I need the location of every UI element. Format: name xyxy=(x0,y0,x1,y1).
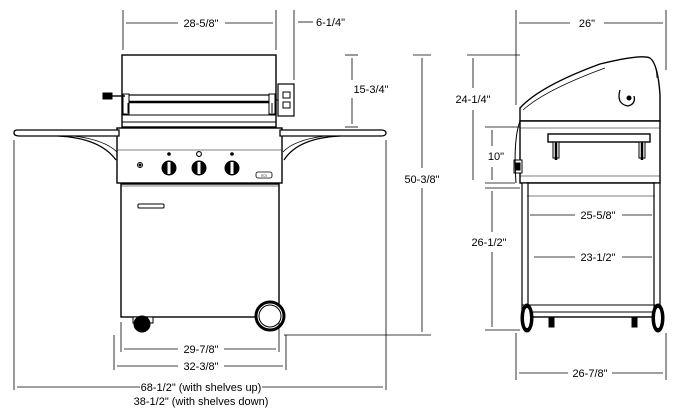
side-front-wheel xyxy=(520,303,534,333)
dim-side-lid-height: 24-1/4" xyxy=(455,94,490,106)
side-lid xyxy=(519,56,661,122)
dim-side-depth: 26" xyxy=(579,18,595,30)
dim-wheel-width: 32-3/8" xyxy=(183,361,218,373)
dim-side-firebox-height: 10" xyxy=(488,151,504,163)
front-left-caster xyxy=(132,315,154,333)
front-dimension-labels: 28-5/8" 6-1/4" 15-3/4" 50-3/8" 29-7/8" 3… xyxy=(134,17,440,408)
front-lid xyxy=(121,54,277,128)
dim-width-shelves-up: 68-1/2" (with shelves up) xyxy=(141,382,262,394)
side-view xyxy=(513,56,665,333)
side-shelf-folded xyxy=(547,133,651,160)
front-door-handle xyxy=(137,203,165,209)
front-right-shelf xyxy=(279,129,387,161)
side-lid-handle xyxy=(618,89,636,107)
front-knob-1 xyxy=(161,152,177,176)
side-leveling-feet xyxy=(548,317,638,328)
side-firebox xyxy=(519,120,661,184)
front-brand-badge: DCS xyxy=(255,171,273,179)
dim-side-inner-width: 25-5/8" xyxy=(580,210,615,222)
front-view: DCS xyxy=(13,54,387,333)
front-lid-handle xyxy=(122,93,276,115)
side-rear-wheel xyxy=(651,303,665,333)
dim-total-height: 50-3/8" xyxy=(404,174,439,186)
dim-lid-width: 28-5/8" xyxy=(183,18,218,30)
dim-cart-width: 29-7/8" xyxy=(183,344,218,356)
side-dimension-lines xyxy=(467,10,667,380)
front-spit-handle xyxy=(102,92,125,100)
front-ignition-button xyxy=(137,162,143,168)
dim-rotisserie-depth: 6-1/4" xyxy=(316,17,345,29)
side-dimension-labels: 26" 24-1/4" 10" 25-5/8" 26-1/2" 23-1/2" … xyxy=(455,18,615,380)
front-dimension-lines xyxy=(13,10,431,390)
dim-side-base-depth: 26-7/8" xyxy=(572,368,607,380)
front-left-shelf xyxy=(13,129,120,161)
dim-side-cart-height: 26-1/2" xyxy=(471,237,506,249)
front-knob-3 xyxy=(224,152,240,176)
side-control-knob xyxy=(513,159,523,174)
dim-side-cart-inner: 23-1/2" xyxy=(580,252,615,264)
dim-lid-height: 15-3/4" xyxy=(353,84,388,96)
svg-text:DCS: DCS xyxy=(261,174,267,178)
front-rotisserie-motor xyxy=(276,83,295,117)
dim-width-shelves-down: 38-1/2" (with shelves down) xyxy=(134,396,269,408)
front-knob-2 xyxy=(191,151,207,176)
front-right-wheel xyxy=(254,300,286,332)
side-cart-frame xyxy=(526,182,656,318)
